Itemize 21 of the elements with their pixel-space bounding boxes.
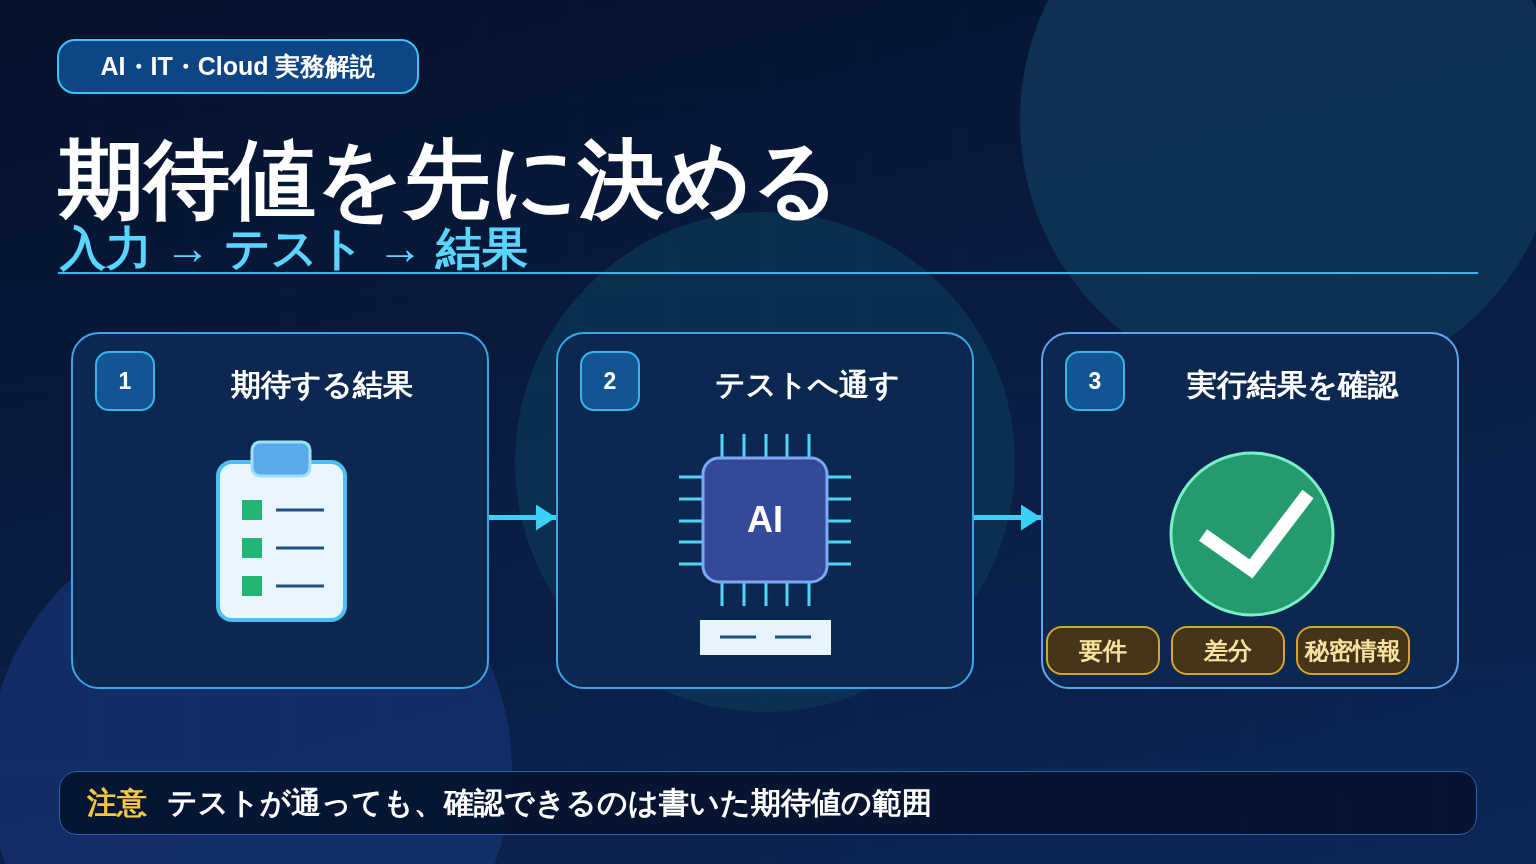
category-badge: AI・IT・Cloud 実務解説 — [57, 39, 419, 94]
step-card — [71, 332, 489, 689]
processor-chip — [679, 434, 851, 606]
step-title: テストへ通す — [713, 367, 901, 403]
step-number: 2 — [580, 351, 640, 411]
note-text: テストが通っても、確認できるのは書いた期待値の範囲 — [167, 785, 932, 821]
chip-label: AI — [747, 502, 783, 538]
step-card — [556, 332, 974, 689]
step-title: 実行結果を確認 — [1185, 367, 1400, 403]
note-bar — [59, 771, 1477, 835]
step-number: 1 — [95, 351, 155, 411]
keyword-tag: 秘密情報 — [1296, 626, 1410, 675]
flow-arrow — [489, 504, 556, 531]
step-number: 3 — [1065, 351, 1125, 411]
subtitle: 入力 → テスト → 結果 — [60, 225, 529, 271]
step-title: 期待する結果 — [230, 367, 414, 403]
keyword-tag: 差分 — [1171, 626, 1285, 675]
flow-arrow — [974, 504, 1041, 531]
keyword-tag: 要件 — [1046, 626, 1160, 675]
step-card — [1041, 332, 1459, 689]
warning-label: 注意 — [87, 785, 147, 821]
